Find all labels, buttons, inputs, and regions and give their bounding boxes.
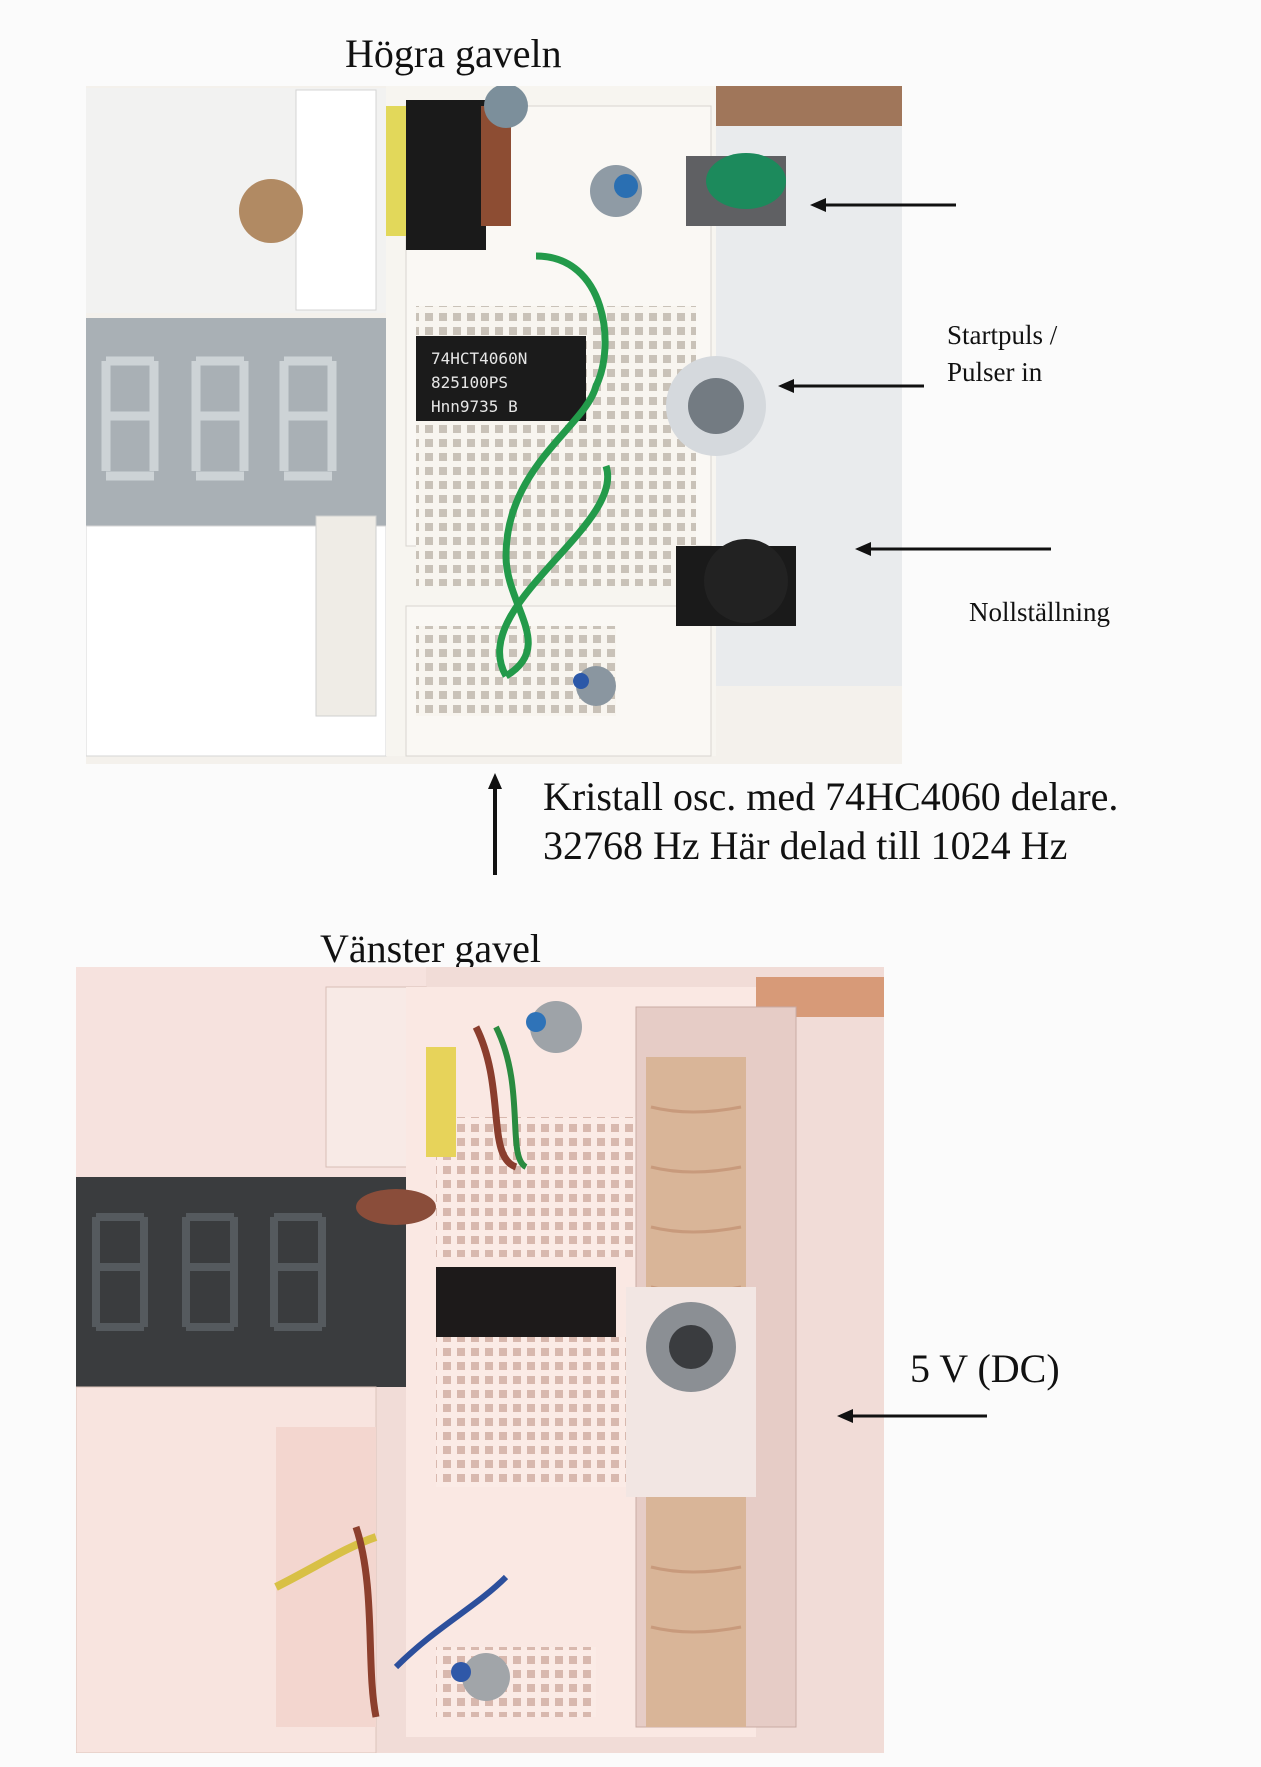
arrow-to-reset-button xyxy=(855,542,1051,556)
arrow-to-oscillator xyxy=(488,773,502,875)
top-photo-title: Högra gaveln xyxy=(345,31,562,76)
chip-marking-line: 74HCT4060N xyxy=(431,349,527,368)
chip-marking-line: Hnn9735 B xyxy=(431,397,518,416)
top-photo: 74HCT4060N 825100PS Hnn9735 B xyxy=(86,86,902,764)
arrow-to-green-button xyxy=(810,198,956,212)
top-photo-illustration: 74HCT4060N 825100PS Hnn9735 B xyxy=(86,86,902,764)
bottom-photo-illustration xyxy=(76,967,884,1753)
start-pulse-label: Startpuls / xyxy=(947,320,1058,350)
oscillator-caption-line2: 32768 Hz Här delad till 1024 Hz xyxy=(543,823,1068,868)
arrow-to-power-jack xyxy=(837,1409,987,1423)
chip-marking-line: 825100PS xyxy=(431,373,508,392)
reset-label: Nollställning xyxy=(969,597,1110,627)
pulses-in-label: Pulser in xyxy=(947,357,1043,387)
bottom-photo xyxy=(76,967,884,1753)
arrow-to-start-pulse-jack xyxy=(778,379,924,393)
bottom-photo-title: Vänster gavel xyxy=(320,926,542,971)
power-label: 5 V (DC) xyxy=(910,1346,1060,1391)
oscillator-caption-line1: Kristall osc. med 74HC4060 delare. xyxy=(543,774,1119,819)
